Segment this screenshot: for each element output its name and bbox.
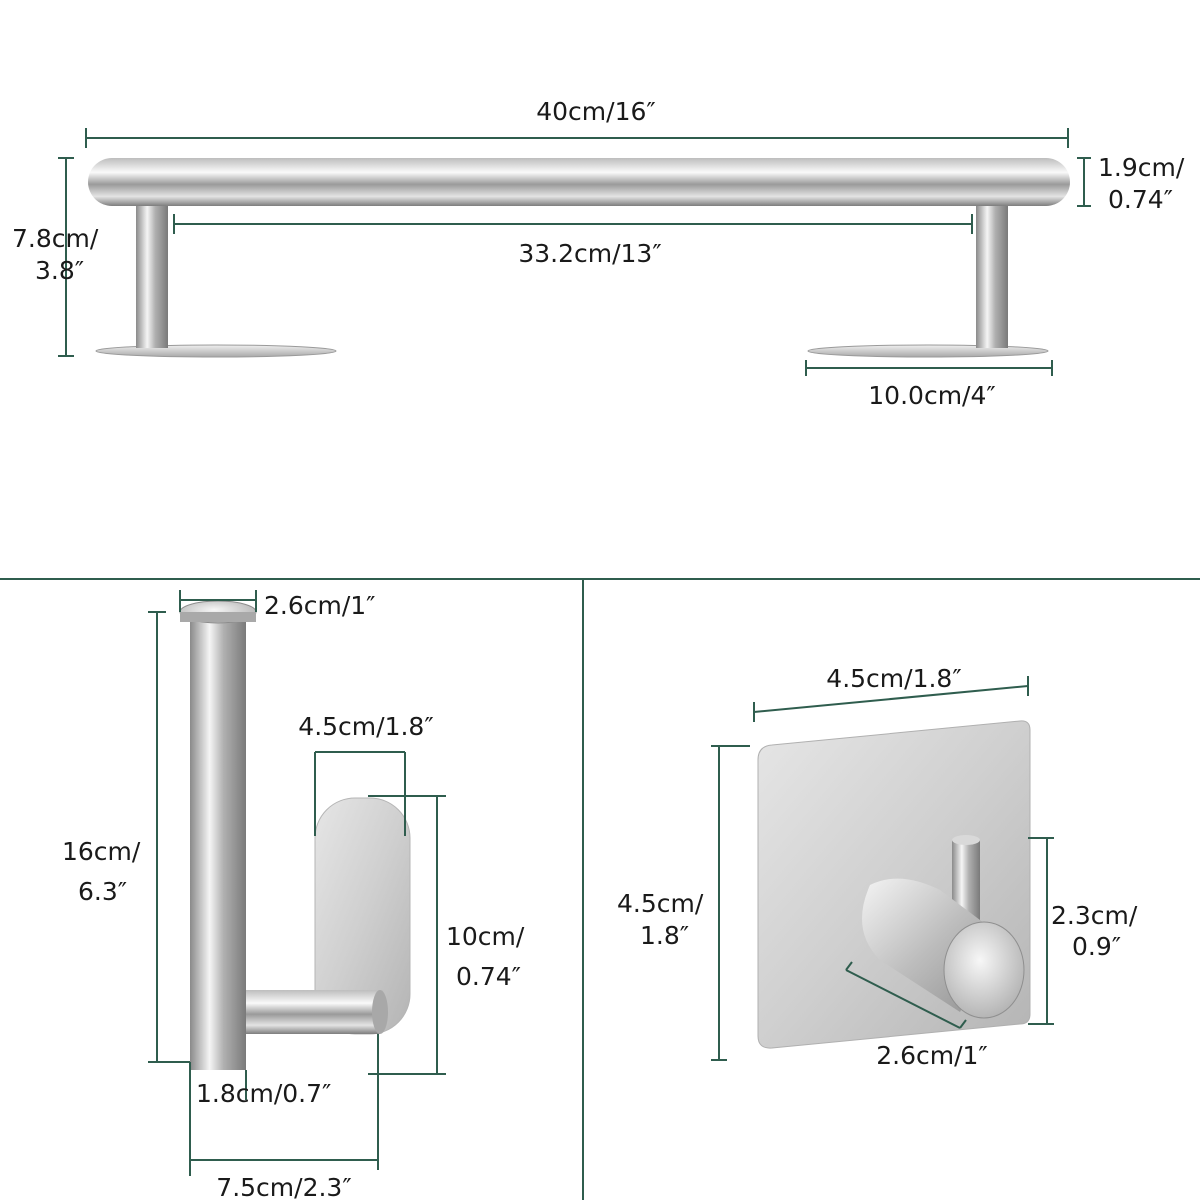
hook-pin-top [952,835,980,845]
hook-plate-height-label-1: 4.5cm/ [617,889,704,918]
towel-bar-rod [88,158,1070,206]
paper-holder-dimensions: 2.6cm/1″ 4.5cm/1.8″ 16cm/ 6.3″ 10cm/ 0.7… [62,590,525,1200]
left-post [136,196,168,348]
base-length-label: 10.0cm/4″ [868,381,995,410]
holder-height-label-2: 6.3″ [78,877,127,906]
hook-dimensions: 4.5cm/1.8″ 4.5cm/ 1.8″ 2.3cm/ 0.9″ 2.6cm… [617,664,1138,1070]
hook-height-label-1: 2.3cm/ [1051,901,1138,930]
paper-holder-rod [190,620,246,1070]
cap-rim [180,612,256,622]
hook-diameter-label: 2.6cm/1″ [876,1041,988,1070]
bar-height-label-2: 3.8″ [35,256,84,285]
left-base-plate [95,344,337,358]
plate-height-label-2: 0.74″ [456,962,521,991]
inner-span-label: 33.2cm/13″ [518,239,661,268]
right-post [976,196,1008,348]
bar-diameter-label-2: 0.74″ [1108,185,1173,214]
overall-length-label: 40cm/16″ [536,97,655,126]
bar-height-label-1: 7.8cm/ [12,224,99,253]
hook-plate-width-label: 4.5cm/1.8″ [826,664,961,693]
hook-height-label-2: 0.9″ [1072,932,1121,961]
plate-height-label-1: 10cm/ [446,922,525,951]
holder-depth-label: 7.5cm/2.3″ [216,1173,351,1200]
hook-end-face [943,921,1025,1019]
arm-end [372,990,388,1034]
rod-diameter-label: 1.8cm/0.7″ [196,1079,331,1108]
paper-holder-arm [240,990,380,1034]
holder-height-label-1: 16cm/ [62,837,141,866]
towel-bar-dimensions: 40cm/16″ 1.9cm/ 0.74″ 7.8cm/ 3.8″ 33.2cm… [12,97,1185,410]
towel-bar-illustration [88,158,1070,358]
hook-illustration [757,720,1031,1049]
right-base-plate [807,344,1049,358]
hook-plate-height-label-2: 1.8″ [640,921,689,950]
bar-diameter-label-1: 1.9cm/ [1098,153,1185,182]
paper-holder-illustration [179,600,411,1070]
plate-width-label: 4.5cm/1.8″ [298,712,433,741]
cap-diameter-label: 2.6cm/1″ [264,591,376,620]
